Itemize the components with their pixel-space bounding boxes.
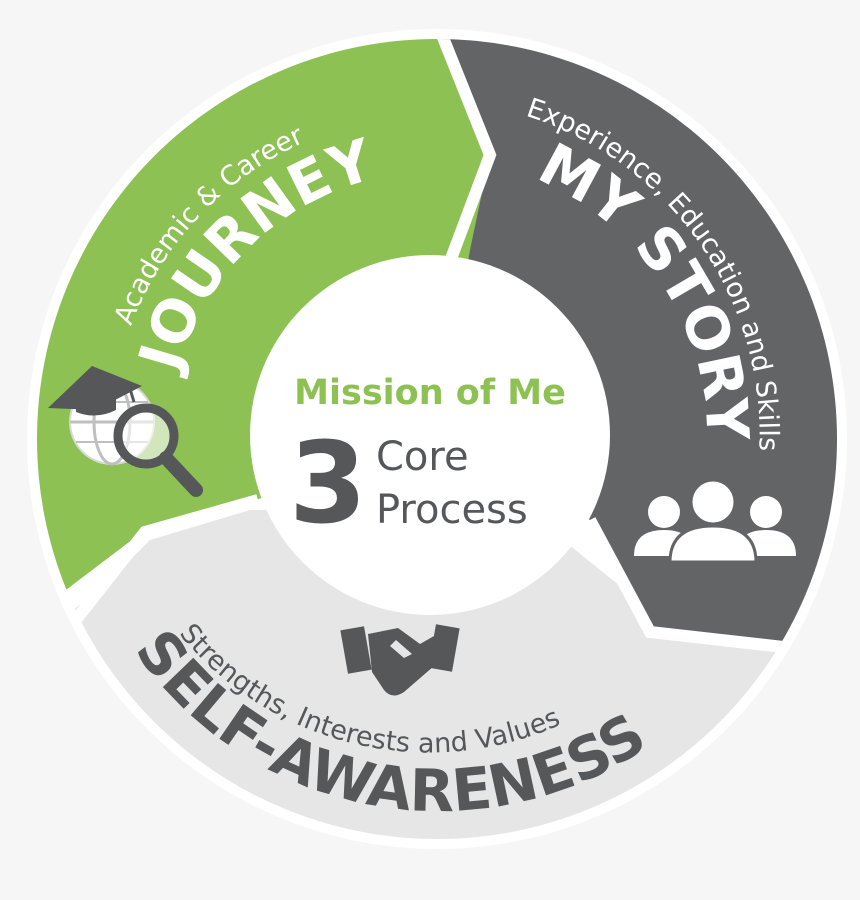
center-number: 3	[289, 419, 367, 549]
center-process-label: Process	[376, 487, 528, 533]
center-circle	[250, 255, 610, 615]
center-core-label: Core	[376, 434, 469, 480]
graduation-globe-magnifier-icon	[48, 366, 203, 497]
separator-self-journey	[55, 494, 260, 644]
separator-journey-story	[430, 39, 497, 275]
center-title: Mission of Me	[294, 373, 566, 413]
handshake-icon	[340, 624, 460, 696]
people-group-icon	[634, 478, 796, 564]
